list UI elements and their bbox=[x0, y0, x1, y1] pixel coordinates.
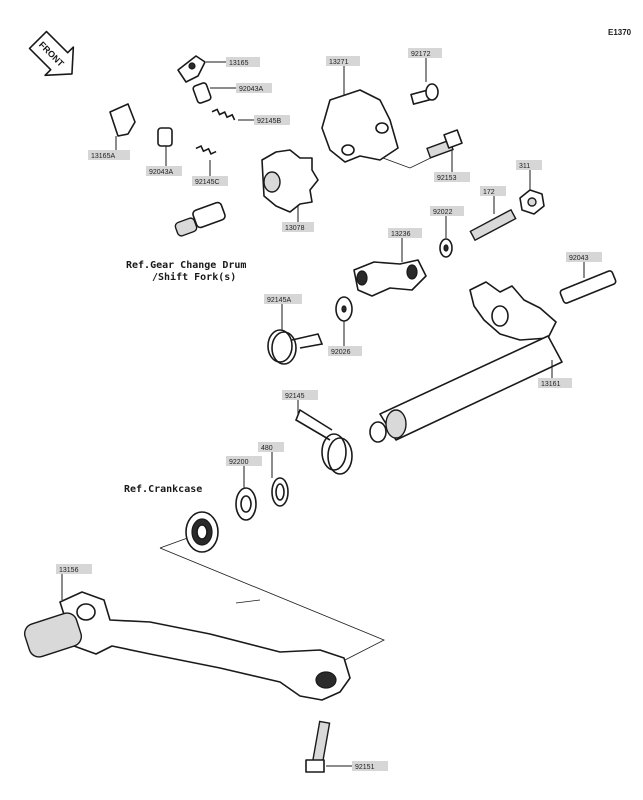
link-13236 bbox=[353, 259, 427, 297]
spring-92145b bbox=[211, 108, 236, 121]
callout-13078: 13078 bbox=[282, 206, 314, 232]
svg-text:92043A: 92043A bbox=[239, 86, 263, 93]
callout-92043a-top: 92043A bbox=[210, 83, 272, 93]
svg-text:92026: 92026 bbox=[331, 349, 351, 356]
ref-gear-change-drum: Ref.Gear Change Drum bbox=[126, 260, 246, 271]
callout-92151: 92151 bbox=[326, 761, 388, 771]
spring-92145a bbox=[267, 329, 324, 365]
svg-text:92145B: 92145B bbox=[257, 118, 281, 125]
callout-13271: 13271 bbox=[326, 56, 360, 96]
pawl-13165a bbox=[109, 103, 136, 137]
svg-text:13161: 13161 bbox=[541, 381, 561, 388]
svg-text:13271: 13271 bbox=[329, 59, 349, 66]
callout-92172: 92172 bbox=[408, 48, 442, 82]
spring-92145 bbox=[295, 408, 353, 475]
shift-drum-pin bbox=[174, 201, 226, 237]
callout-480: 480 bbox=[258, 442, 284, 478]
svg-text:92200: 92200 bbox=[229, 459, 249, 466]
svg-text:172: 172 bbox=[483, 189, 495, 196]
screw-92172 bbox=[410, 83, 439, 105]
callout-172: 172 bbox=[480, 186, 506, 214]
svg-text:92043: 92043 bbox=[569, 255, 589, 262]
callout-13161: 13161 bbox=[538, 360, 572, 388]
ratchet-13078 bbox=[261, 149, 319, 213]
circlip-480 bbox=[271, 477, 289, 507]
svg-text:92145: 92145 bbox=[285, 393, 305, 400]
callout-92043a-left: 92043A bbox=[146, 146, 182, 176]
pin-92043 bbox=[559, 270, 617, 304]
washer-92026 bbox=[335, 296, 353, 322]
oil-seal bbox=[185, 511, 219, 553]
callout-92145a: 92145A bbox=[264, 294, 302, 330]
svg-text:13078: 13078 bbox=[285, 225, 305, 232]
svg-text:92043A: 92043A bbox=[149, 169, 173, 176]
svg-text:92151: 92151 bbox=[355, 764, 375, 771]
callout-92022: 92022 bbox=[430, 206, 464, 238]
washer-92022 bbox=[439, 238, 453, 258]
nut-311 bbox=[519, 189, 545, 215]
callout-13165: 13165 bbox=[206, 57, 260, 67]
callout-13236: 13236 bbox=[388, 228, 422, 262]
callout-92145: 92145 bbox=[282, 390, 318, 414]
callout-92026: 92026 bbox=[328, 321, 362, 356]
ref-shift-forks: /Shift Fork(s) bbox=[152, 271, 236, 283]
front-arrow-icon: FRONT bbox=[28, 30, 75, 77]
svg-text:13165A: 13165A bbox=[91, 153, 115, 160]
svg-text:92145C: 92145C bbox=[195, 179, 220, 186]
svg-text:92145A: 92145A bbox=[267, 297, 291, 304]
svg-text:13236: 13236 bbox=[391, 231, 411, 238]
callout-92145b: 92145B bbox=[238, 115, 290, 125]
diagram-code: E1370 bbox=[608, 28, 632, 37]
callout-92153: 92153 bbox=[434, 150, 470, 182]
spring-92145c bbox=[195, 145, 217, 155]
bolt-92151 bbox=[305, 720, 331, 773]
washer-92200 bbox=[235, 487, 257, 521]
callout-92200: 92200 bbox=[226, 456, 262, 488]
pin-92043a-top bbox=[192, 82, 212, 104]
stud-172 bbox=[469, 208, 517, 242]
shift-pedal-13156 bbox=[23, 591, 351, 701]
ref-crankcase: Ref.Crankcase bbox=[124, 484, 202, 495]
svg-text:92172: 92172 bbox=[411, 51, 431, 58]
callout-13165a: 13165A bbox=[88, 136, 130, 160]
callout-13156: 13156 bbox=[56, 564, 92, 600]
plate-13271 bbox=[321, 89, 399, 163]
svg-text:13165: 13165 bbox=[229, 60, 249, 67]
shift-shaft-13161 bbox=[369, 281, 563, 443]
pawl-13165 bbox=[177, 55, 206, 83]
callout-92043: 92043 bbox=[566, 252, 602, 278]
svg-text:480: 480 bbox=[261, 445, 273, 452]
pin-92043a-left bbox=[157, 127, 173, 147]
bolt-92153 bbox=[426, 129, 463, 159]
svg-text:311: 311 bbox=[519, 163, 530, 170]
svg-text:92022: 92022 bbox=[433, 209, 453, 216]
svg-text:13156: 13156 bbox=[59, 567, 79, 574]
svg-text:92153: 92153 bbox=[437, 175, 457, 182]
callout-311: 311 bbox=[516, 160, 542, 190]
callout-92145c: 92145C bbox=[192, 160, 228, 186]
